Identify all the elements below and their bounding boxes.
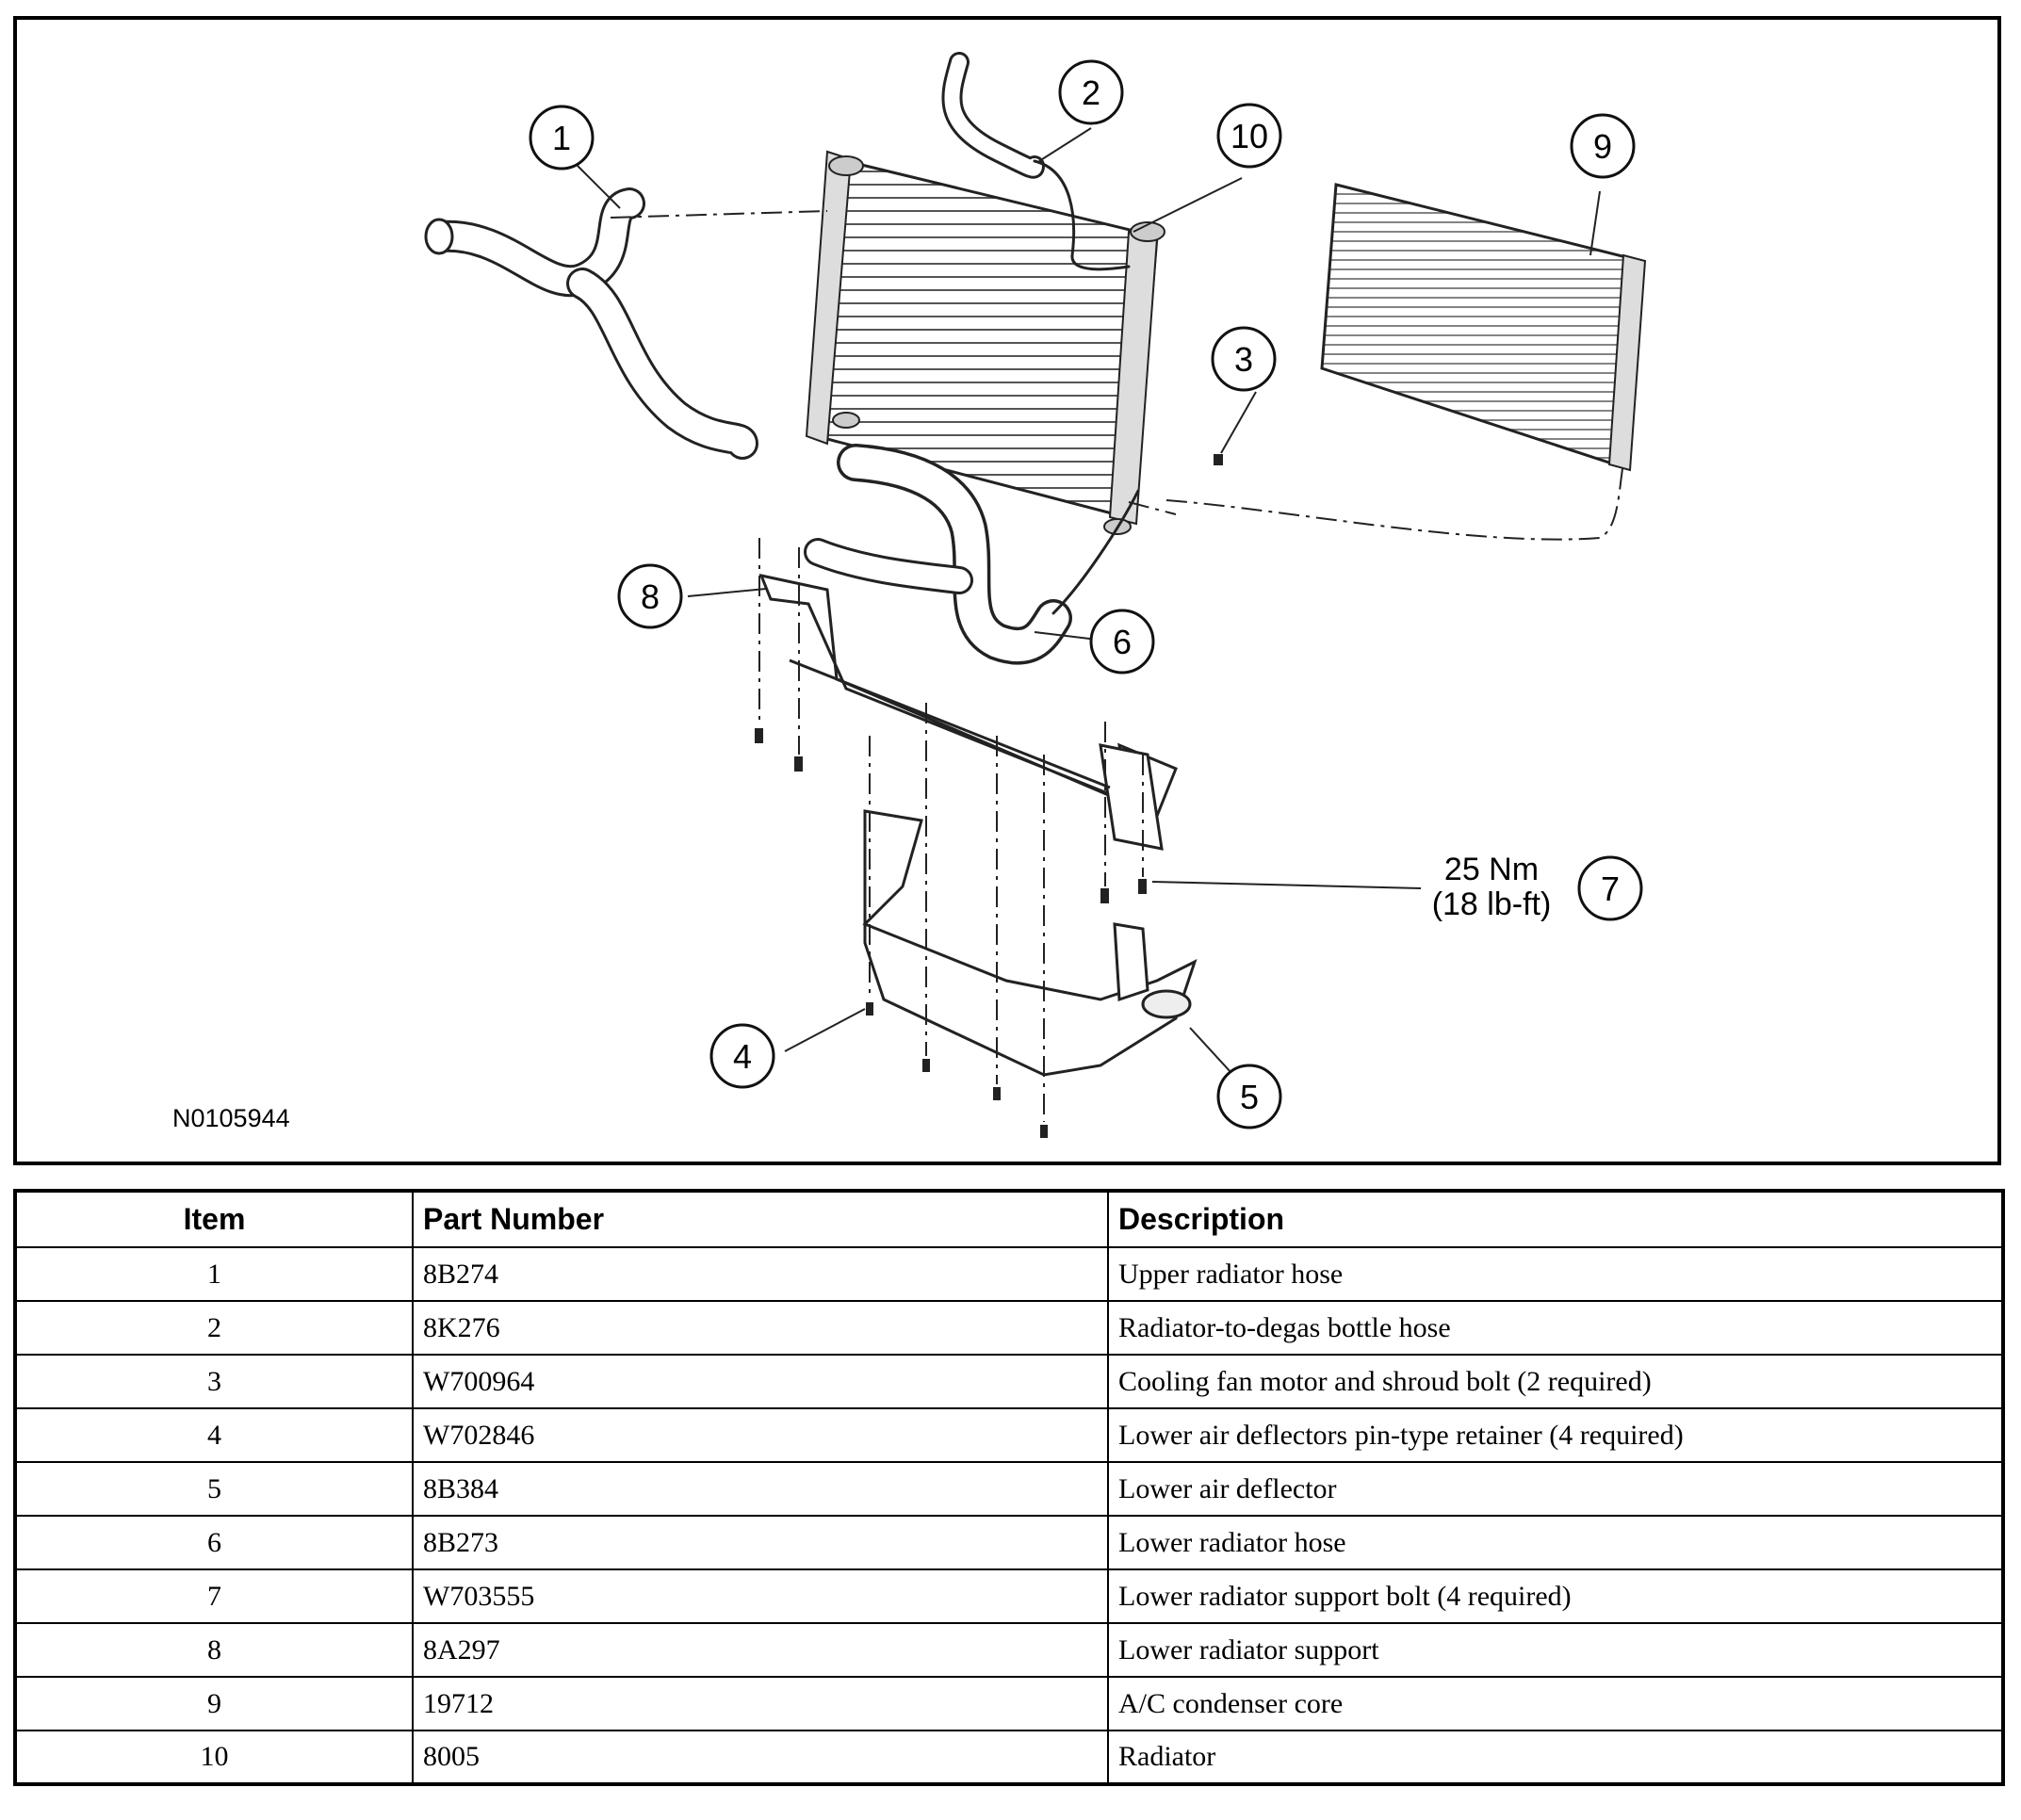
header-part-number: Part Number [412,1190,1109,1248]
cell-part-number: W702846 [412,1407,1109,1463]
cell-item: 2 [14,1300,414,1356]
cell-item: 8 [14,1622,414,1678]
header-description: Description [1107,1190,2004,1248]
cell-item: 4 [14,1407,414,1463]
lower-deflector-drawing [862,809,1198,1077]
cell-item: 7 [14,1568,414,1624]
condenser-drawing [1320,183,1647,472]
cell-part-number: 8B384 [412,1461,1109,1517]
callout-5-label: 5 [1240,1078,1259,1116]
cell-part-number: 8B273 [412,1515,1109,1570]
cell-description: A/C condenser core [1107,1676,2004,1731]
callout-2-label: 2 [1082,73,1100,112]
callout-10-label: 10 [1231,117,1268,155]
callout-4-label: 4 [733,1037,752,1076]
callout-6: 6 [1089,609,1155,674]
table-row: 3 W700964 Cooling fan motor and shroud b… [14,1354,2004,1409]
table-row: 6 8B273 Lower radiator hose [14,1515,2004,1570]
callout-1-label: 1 [552,119,571,157]
degas-hose-drawing [941,52,1131,271]
callout-7-label: 7 [1601,869,1620,908]
cell-item: 3 [14,1354,414,1409]
radiator-drawing [805,150,1165,535]
cell-part-number: 8B274 [412,1246,1109,1302]
exploded-view-figure: 1 2 3 4 5 6 7 8 [13,16,2001,1165]
table-row: 2 8K276 Radiator-to-degas bottle hose [14,1300,2004,1356]
callout-9-label: 9 [1593,127,1612,166]
callout-3-label: 3 [1234,340,1253,379]
callout-4: 4 [709,1023,775,1089]
cell-description: Lower air deflector [1107,1461,2004,1517]
cell-item: 6 [14,1515,414,1570]
lower-hose-drawing [804,444,1140,665]
cell-part-number: 19712 [412,1676,1109,1731]
callout-2: 2 [1058,59,1124,125]
torque-value: 25 Nm [1444,852,1539,887]
table-row: 9 19712 A/C condenser core [14,1676,2004,1731]
callout-5: 5 [1216,1064,1282,1129]
fastener-leaders [610,210,1624,1122]
cell-description: Lower radiator support bolt (4 required) [1107,1568,2004,1624]
cell-description: Lower air deflectors pin-type retainer (… [1107,1407,2004,1463]
callout-1: 1 [529,105,595,171]
cell-item: 1 [14,1246,414,1302]
callout-8-label: 8 [641,577,660,616]
figure-id: N0105944 [172,1104,290,1132]
cell-description: Lower radiator hose [1107,1515,2004,1570]
cell-part-number: 8K276 [412,1300,1109,1356]
cell-description: Radiator-to-degas bottle hose [1107,1300,2004,1356]
callout-10: 10 [1216,103,1282,169]
header-item: Item [14,1190,414,1248]
lower-support-drawing [758,573,1178,851]
callout-7: 7 [1577,855,1643,921]
exploded-view-drawing: 1 2 3 4 5 6 7 8 [172,52,1647,1138]
cell-item: 5 [14,1461,414,1517]
cell-description: Radiator [1107,1730,2004,1785]
table-row: 4 W702846 Lower air deflectors pin-type … [14,1407,2004,1463]
table-row: 5 8B384 Lower air deflector [14,1461,2004,1517]
cell-part-number: W703555 [412,1568,1109,1624]
cell-item: 9 [14,1676,414,1731]
cell-description: Cooling fan motor and shroud bolt (2 req… [1107,1354,2004,1409]
torque-value-imperial: (18 lb-ft) [1432,886,1552,922]
callout-8: 8 [617,563,683,629]
parts-table: Item Part Number Description 1 8B274 Upp… [13,1189,2005,1786]
upper-hose-drawing [424,187,758,460]
cell-part-number: W700964 [412,1354,1109,1409]
cell-part-number: 8005 [412,1730,1109,1785]
callout-9: 9 [1570,113,1636,179]
table-row: 8 8A297 Lower radiator support [14,1622,2004,1678]
bolts [755,454,1223,1138]
table-header-row: Item Part Number Description [14,1190,2004,1248]
callout-3: 3 [1211,326,1277,392]
cell-part-number: 8A297 [412,1622,1109,1678]
cell-description: Lower radiator support [1107,1622,2004,1678]
cell-description: Upper radiator hose [1107,1246,2004,1302]
cell-item: 10 [14,1730,414,1785]
table-row: 10 8005 Radiator [14,1730,2004,1785]
table-row: 7 W703555 Lower radiator support bolt (4… [14,1568,2004,1624]
callout-6-label: 6 [1113,623,1132,661]
table-row: 1 8B274 Upper radiator hose [14,1246,2004,1302]
